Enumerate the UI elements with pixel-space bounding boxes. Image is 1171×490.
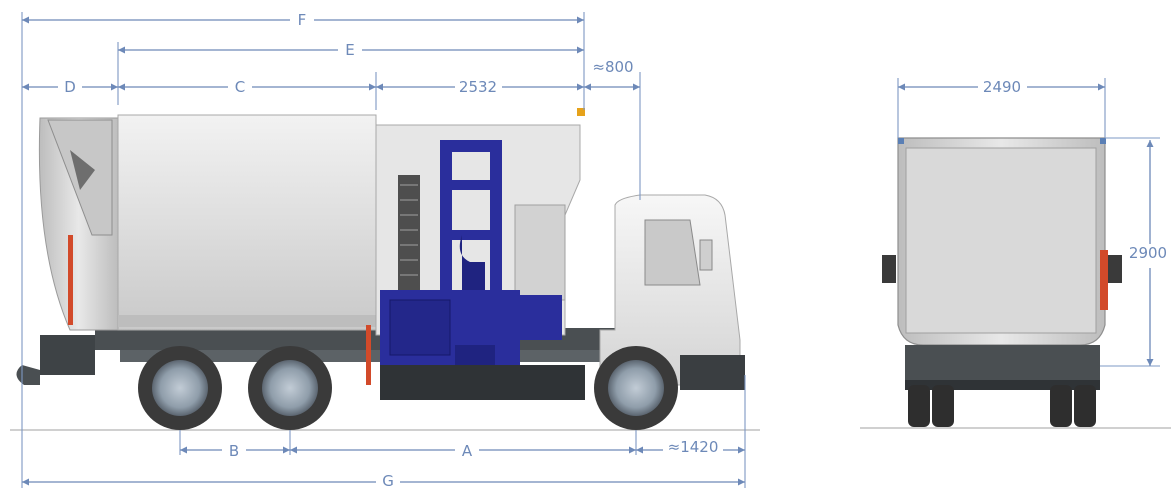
main-body xyxy=(117,114,377,331)
label-2900: 2900 xyxy=(1129,244,1167,262)
lift-column-dark xyxy=(398,175,420,325)
label-2532: 2532 xyxy=(459,78,497,96)
dim-2490-arrow-right xyxy=(1098,83,1105,91)
dim-B-arrow-left xyxy=(180,446,187,454)
dimension-labels: F E D C 2532 ≈800 2490 2900 B A ≈1420 G xyxy=(64,11,1167,490)
rear-tire-r1 xyxy=(1050,385,1072,427)
dim-C-arrow-right xyxy=(369,83,376,91)
orange-handle xyxy=(366,325,371,385)
label-2490: 2490 xyxy=(983,78,1021,96)
truck-rear-view xyxy=(860,137,1171,429)
dim-800-arrow-right xyxy=(633,83,640,91)
rear-wheel-1 xyxy=(138,346,222,430)
rear-door xyxy=(905,147,1097,334)
side-lifter xyxy=(380,140,562,395)
dim-G-arrow-left xyxy=(22,478,29,486)
label-G: G xyxy=(382,472,394,490)
label-E: E xyxy=(345,41,354,59)
dim-E-arrow-right xyxy=(577,46,584,54)
label-A: A xyxy=(462,442,473,460)
dim-G-arrow-right xyxy=(738,478,745,486)
dim-800-arrow-left xyxy=(584,83,591,91)
front-wheel xyxy=(594,346,678,430)
label-800: ≈800 xyxy=(592,58,633,76)
dim-A-arrow-left xyxy=(290,446,297,454)
dim-A-arrow-right xyxy=(629,446,636,454)
label-D: D xyxy=(64,78,76,96)
rear-light-right xyxy=(1100,250,1108,310)
rear-lower-frame xyxy=(905,345,1100,380)
dim-2532-arrow-left xyxy=(376,83,383,91)
rear-step xyxy=(40,335,95,375)
dim-2900-arrow-down xyxy=(1146,359,1154,366)
dimension-annotations xyxy=(21,12,1160,488)
body-lip xyxy=(118,315,376,327)
label-B: B xyxy=(229,442,239,460)
label-1420: ≈1420 xyxy=(668,438,719,456)
truck-side-view xyxy=(10,108,760,431)
rear-tire-l1 xyxy=(908,385,930,427)
dim-F-arrow-right xyxy=(577,16,584,24)
dim-2490-arrow-left xyxy=(898,83,905,91)
mirror xyxy=(699,239,713,271)
rear-bumper xyxy=(905,380,1100,390)
rear-mirror-left xyxy=(882,255,896,283)
dim-2900-arrow-up xyxy=(1146,140,1154,147)
rear-tire-l2 xyxy=(932,385,954,427)
label-F: F xyxy=(298,11,307,29)
cab-bumper xyxy=(680,355,745,390)
dim-D-arrow-left xyxy=(22,83,29,91)
beacon-light xyxy=(577,108,585,116)
tow-hook xyxy=(16,365,40,385)
rear-light-bar xyxy=(68,235,73,325)
underbody xyxy=(380,365,585,400)
dim-1420-arrow-left xyxy=(636,446,643,454)
rear-mirror-right xyxy=(1108,255,1122,283)
cab-window xyxy=(644,219,701,286)
dim-2532-arrow-right xyxy=(577,83,584,91)
rear-tire-r2 xyxy=(1074,385,1096,427)
rear-wheel-2 xyxy=(248,346,332,430)
rear-hopper-marking xyxy=(70,150,95,190)
label-C: C xyxy=(235,78,245,96)
dim-F-arrow-left xyxy=(22,16,29,24)
dim-D-arrow-right xyxy=(111,83,118,91)
dim-1420-arrow-right xyxy=(738,446,745,454)
dim-E-arrow-left xyxy=(118,46,125,54)
dim-C-arrow-left xyxy=(118,83,125,91)
dim-B-arrow-right xyxy=(283,446,290,454)
side-panel xyxy=(514,204,566,301)
